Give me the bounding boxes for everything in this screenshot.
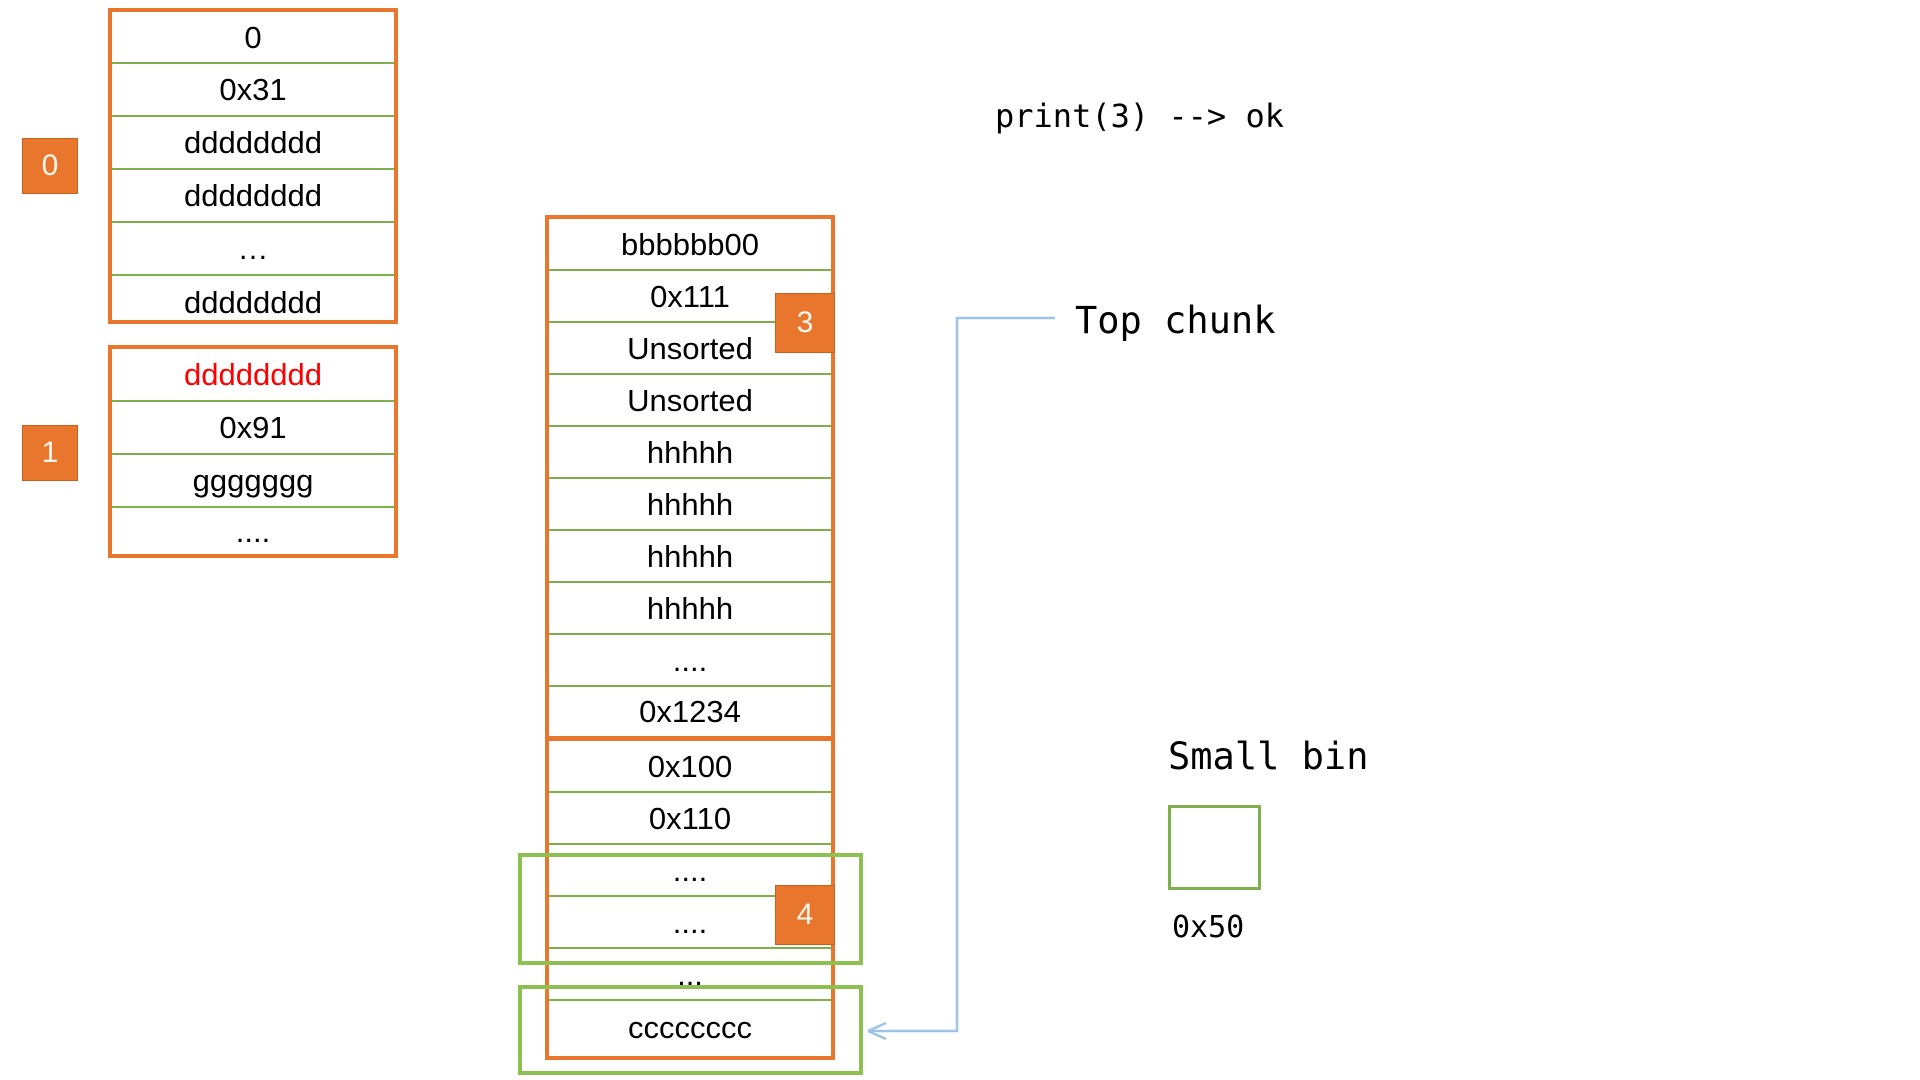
step-badge-0: 0 xyxy=(22,138,78,194)
chunk-middle-row: bbbbbb00 xyxy=(549,219,831,271)
top-chunk-label: Top chunk xyxy=(1075,299,1276,342)
chunk-middle-row: cccccccc xyxy=(628,1010,752,1045)
step-badge-4: 4 xyxy=(775,885,835,945)
chunk-middle-row: 0x1234 xyxy=(549,687,831,741)
chunk-0-row: 0x31 xyxy=(112,64,394,117)
chunk-middle-row: 0x100 xyxy=(549,741,831,793)
chunk-0-row: dddddddd xyxy=(184,284,322,320)
chunk-1-row: .... xyxy=(235,513,271,549)
chunk-0-row: dddddddd xyxy=(112,117,394,170)
step-badge-1: 1 xyxy=(22,425,78,481)
chunk-middle-row: .... xyxy=(549,845,831,897)
chunk-middle-row: hhhhh xyxy=(549,531,831,583)
chunk-middle-row: .... xyxy=(549,635,831,687)
chunk-1-row: ggggggg xyxy=(112,455,394,508)
chunk-middle-row: .... xyxy=(549,897,831,949)
small-bin-label: Small bin xyxy=(1168,735,1369,778)
chunk-0: 0 0x31 dddddddd dddddddd … dddddddd xyxy=(108,8,398,324)
small-bin-slot xyxy=(1168,805,1261,890)
chunk-middle-row: hhhhh xyxy=(549,427,831,479)
chunk-middle-row: hhhhh xyxy=(549,479,831,531)
highlight-frame-free-rows xyxy=(518,853,863,965)
chunk-middle-row: 0x110 xyxy=(549,793,831,845)
print-result-label: print(3) --> ok xyxy=(995,97,1284,135)
chunk-1: dddddddd 0x91 ggggggg .... xyxy=(108,345,398,558)
chunk-0-row: dddddddd xyxy=(112,170,394,223)
chunk-0-row: … xyxy=(112,223,394,276)
chunk-0-row: 0 xyxy=(112,12,394,64)
chunk-middle-row: Unsorted xyxy=(549,323,831,375)
chunk-middle-row: hhhhh xyxy=(549,583,831,635)
chunk-1-row: 0x91 xyxy=(112,402,394,455)
highlight-frame-small-bin-chunk xyxy=(518,985,863,1075)
chunk-middle-row: Unsorted xyxy=(549,375,831,427)
step-badge-3: 3 xyxy=(775,293,835,353)
chunk-1-row: dddddddd xyxy=(112,349,394,402)
small-bin-size-label: 0x50 xyxy=(1172,910,1245,945)
chunk-middle-row: 0x111 xyxy=(549,271,831,323)
